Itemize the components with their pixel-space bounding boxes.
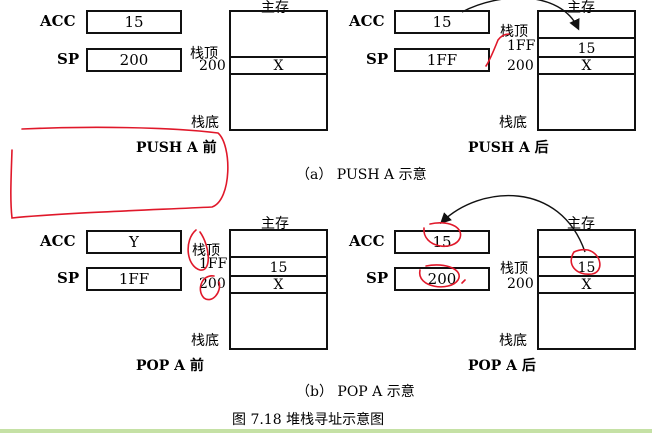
sp-label: SP xyxy=(366,50,389,68)
sp-register: 200 xyxy=(394,267,490,291)
address-label-1ff: 1FF xyxy=(199,256,228,272)
address-label: 200 xyxy=(199,58,226,74)
panel-caption: PUSH A 前 xyxy=(136,140,217,156)
memory-cell: X xyxy=(231,56,326,75)
panel-caption: POP A 前 xyxy=(136,358,204,374)
acc-register: 15 xyxy=(86,10,182,34)
panel-caption: PUSH A 后 xyxy=(468,140,549,156)
memory-title: 主存 xyxy=(261,216,289,232)
memory-block: 15 X xyxy=(229,229,328,350)
address-label-200: 200 xyxy=(507,58,534,74)
stack-bottom-label: 栈底 xyxy=(499,115,527,131)
address-label-200: 200 xyxy=(199,276,226,292)
memory-block: 15 X xyxy=(537,229,636,350)
memory-block: 15 X xyxy=(537,10,636,131)
bottom-bar xyxy=(0,429,652,433)
acc-register: 15 xyxy=(394,10,490,34)
section-caption-pop: （b） POP A 示意 xyxy=(296,384,415,400)
memory-cell-top: 15 xyxy=(231,256,326,277)
acc-label: ACC xyxy=(40,12,76,30)
acc-register: 15 xyxy=(394,230,490,254)
memory-title: 主存 xyxy=(261,0,289,16)
panel-caption: POP A 后 xyxy=(468,358,536,374)
address-label-1ff: 1FF xyxy=(507,38,536,54)
memory-cell: X xyxy=(539,56,634,75)
figure-caption: 图 7.18 堆栈寻址示意图 xyxy=(232,412,385,428)
stack-bottom-label: 栈底 xyxy=(191,115,219,131)
sp-register: 1FF xyxy=(394,48,490,72)
sp-label: SP xyxy=(366,269,389,287)
memory-cell-top: 15 xyxy=(539,37,634,58)
sp-register: 200 xyxy=(86,48,182,72)
sp-label: SP xyxy=(57,50,80,68)
acc-label: ACC xyxy=(349,12,385,30)
acc-register: Y xyxy=(86,230,182,254)
sp-label: SP xyxy=(57,269,80,287)
stack-bottom-label: 栈底 xyxy=(191,333,219,349)
acc-label: ACC xyxy=(40,232,76,250)
sp-register: 1FF xyxy=(86,267,182,291)
stack-top-label: 栈顶 xyxy=(500,261,528,277)
address-label-200: 200 xyxy=(507,276,534,292)
memory-block: X xyxy=(229,10,328,131)
memory-cell: X xyxy=(539,275,634,294)
memory-cell-top: 15 xyxy=(539,256,634,277)
stack-bottom-label: 栈底 xyxy=(499,333,527,349)
acc-label: ACC xyxy=(349,232,385,250)
section-caption-push: （a） PUSH A 示意 xyxy=(296,167,427,183)
memory-cell: X xyxy=(231,275,326,294)
stack-top-label: 栈顶 xyxy=(190,46,218,62)
